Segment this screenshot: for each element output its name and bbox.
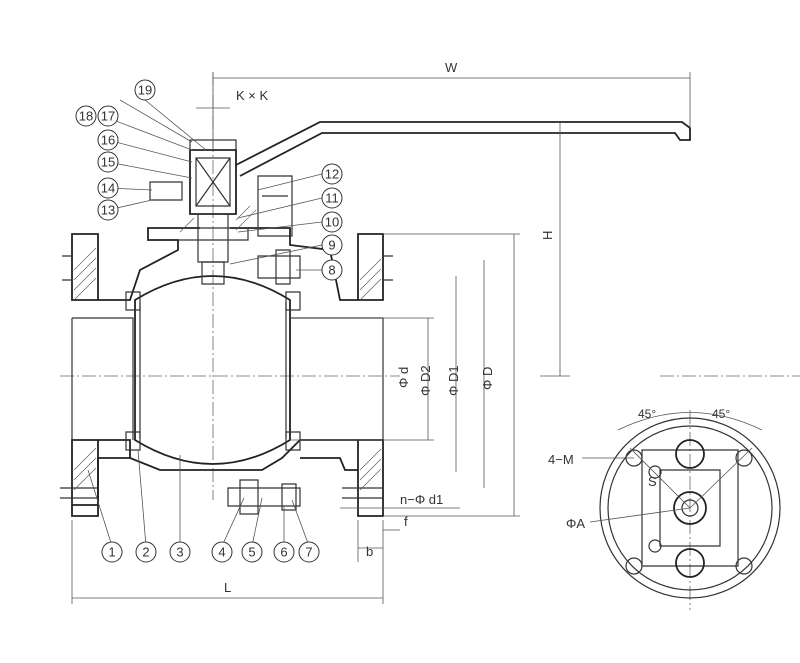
callout-13-label: 13 — [101, 203, 115, 218]
callout-leaders — [87, 99, 323, 547]
callout-3: 3 — [169, 541, 191, 563]
callout-18-label: 18 — [79, 109, 93, 124]
callout-13: 13 — [97, 199, 119, 221]
dim-S: S — [648, 474, 657, 489]
callout-11: 11 — [321, 187, 343, 209]
callout-10-label: 10 — [325, 215, 339, 230]
callout-5: 5 — [241, 541, 263, 563]
dim-L: L — [224, 580, 231, 595]
callout-6: 6 — [273, 541, 295, 563]
stem-assembly — [149, 121, 691, 285]
valve-body — [60, 227, 393, 517]
dim-phi-D: Φ D — [480, 367, 495, 390]
callout-4: 4 — [211, 541, 233, 563]
callout-15-label: 15 — [101, 155, 115, 170]
dim-W: W — [445, 60, 458, 75]
dim-phi-D1: Φ D1 — [446, 365, 461, 396]
callout-6-label: 6 — [280, 545, 287, 560]
callout-1-label: 1 — [108, 545, 115, 560]
callout-12-label: 12 — [325, 167, 339, 182]
callout-11-label: 11 — [325, 191, 339, 206]
dim-phi-D2: Φ D2 — [418, 365, 433, 396]
callout-9-label: 9 — [328, 238, 335, 253]
callout-4-label: 4 — [218, 545, 225, 560]
dim-KxK: K × K — [236, 88, 268, 103]
angle-right: 45° — [712, 407, 730, 421]
callout-15: 15 — [97, 151, 119, 173]
callout-10: 10 — [321, 211, 343, 233]
flange-end-view — [599, 417, 781, 599]
callout-18: 18 — [75, 105, 97, 127]
callout-5-label: 5 — [248, 545, 255, 560]
callout-3-label: 3 — [176, 545, 183, 560]
dim-b: b — [366, 544, 373, 559]
dim-4-M: 4−M — [548, 452, 574, 467]
callout-16-label: 16 — [101, 133, 115, 148]
dim-H: H — [540, 231, 555, 240]
callout-8-label: 8 — [328, 263, 335, 278]
callout-7: 7 — [298, 541, 320, 563]
callout-2: 2 — [135, 541, 157, 563]
leader-phi-A — [589, 507, 691, 523]
callout-9: 9 — [321, 234, 343, 256]
callout-16: 16 — [97, 129, 119, 151]
dim-f: f — [404, 514, 408, 529]
dim-n-phi-d1: n−Φ d1 — [400, 492, 443, 507]
callout-14: 14 — [97, 177, 119, 199]
callout-17-label: 17 — [101, 109, 115, 124]
dim-phi-A: ΦA — [566, 516, 585, 531]
callout-19-label: 19 — [138, 83, 152, 98]
callout-1: 1 — [101, 541, 123, 563]
callout-8: 8 — [321, 259, 343, 281]
dimension-lines — [71, 72, 691, 604]
callout-2-label: 2 — [142, 545, 149, 560]
center-lines — [60, 72, 800, 610]
callout-14-label: 14 — [101, 181, 115, 196]
callout-7-label: 7 — [305, 545, 312, 560]
callout-17: 17 — [97, 105, 119, 127]
dim-phi-d: Φ d — [396, 367, 411, 388]
angle-arc — [617, 412, 763, 431]
callout-19: 19 — [134, 79, 156, 101]
callout-12: 12 — [321, 163, 343, 185]
